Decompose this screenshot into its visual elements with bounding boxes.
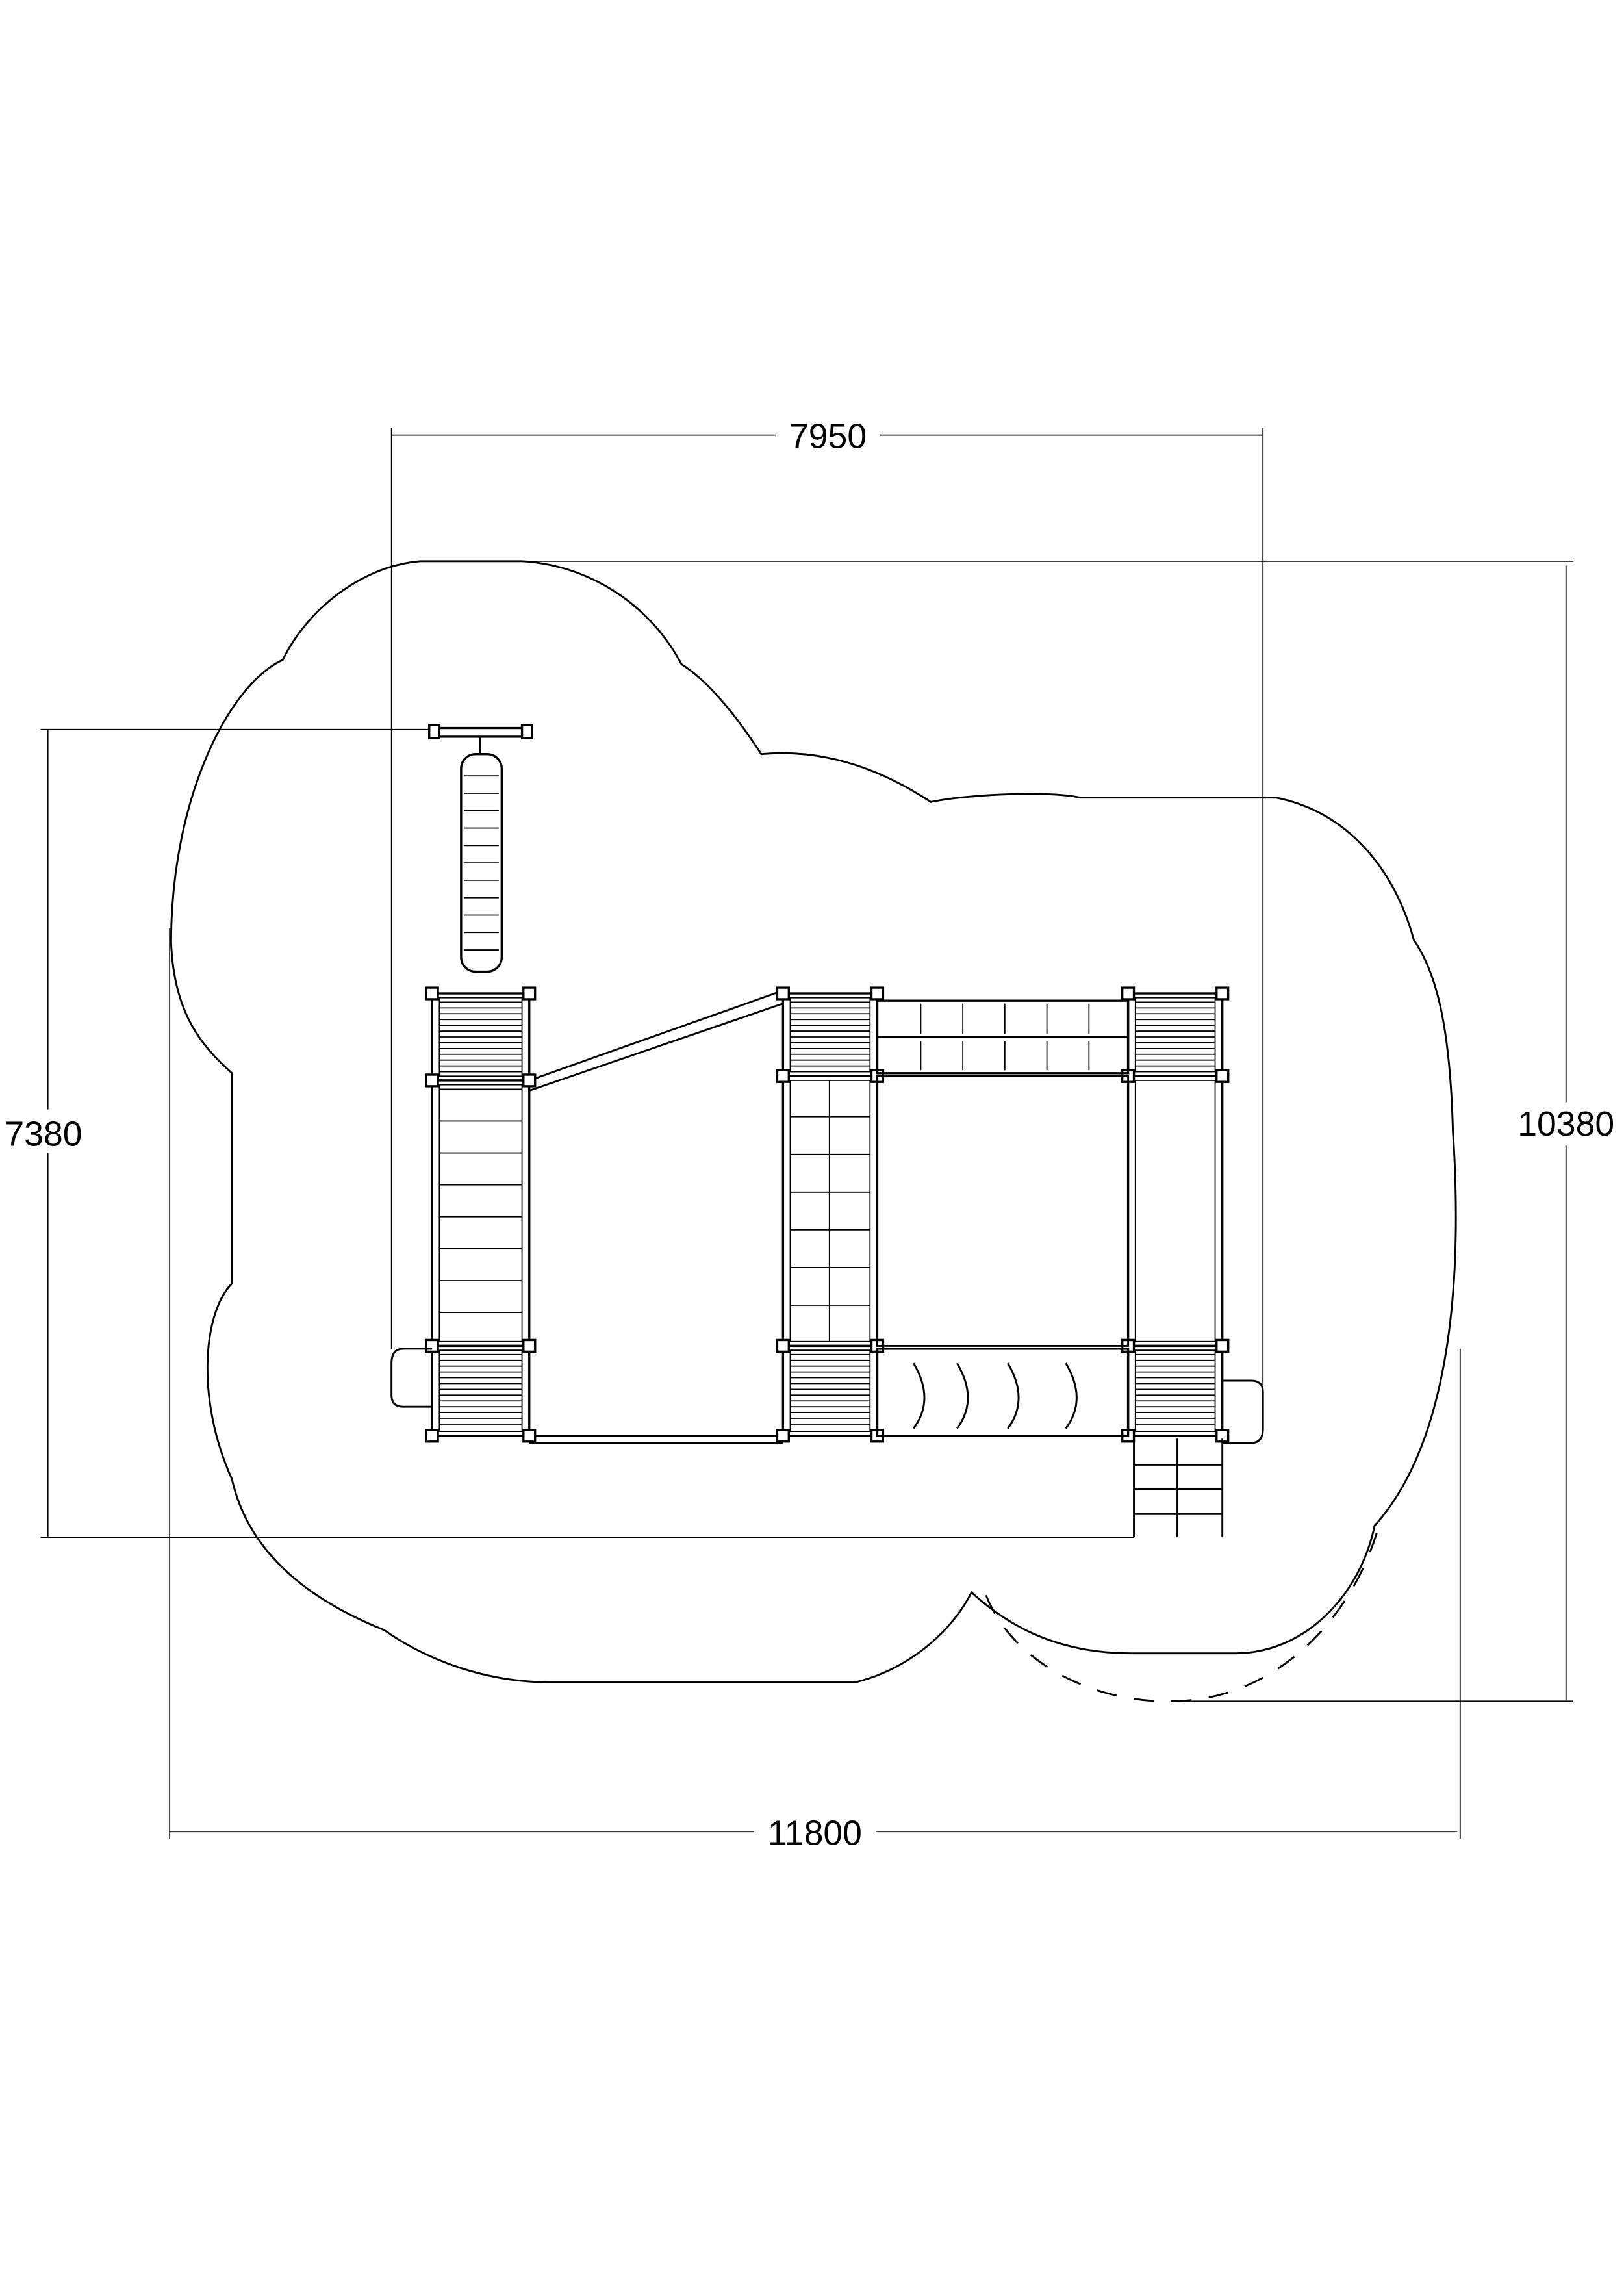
ramp bbox=[529, 990, 783, 1444]
deck-center-bottom bbox=[776, 1338, 885, 1443]
swing bbox=[428, 724, 533, 973]
post bbox=[425, 1073, 439, 1088]
post bbox=[776, 986, 790, 1001]
climbing-frame bbox=[876, 999, 1130, 1437]
post bbox=[522, 1429, 537, 1443]
swing-zone-dashed-arc bbox=[985, 1519, 1382, 1702]
dimension-label-bottom: 11800 bbox=[768, 1814, 862, 1852]
handrail-left bbox=[390, 1348, 433, 1408]
dimension-top: 7950 bbox=[390, 415, 1264, 1385]
deck-right-middle bbox=[1121, 1069, 1230, 1353]
post bbox=[1121, 986, 1136, 1001]
post bbox=[776, 1429, 790, 1443]
post bbox=[522, 1338, 537, 1353]
deck-left-top bbox=[425, 986, 537, 1088]
post bbox=[870, 986, 885, 1001]
post bbox=[1215, 1069, 1230, 1083]
post bbox=[425, 986, 439, 1001]
handrail-right bbox=[1222, 1379, 1264, 1444]
post bbox=[776, 1338, 790, 1353]
dimension-left: 7380 bbox=[0, 728, 1134, 1538]
post bbox=[776, 1069, 790, 1083]
deck-right-bottom bbox=[1121, 1338, 1230, 1443]
deck-left-bottom bbox=[425, 1338, 537, 1443]
deck-center-top bbox=[776, 986, 885, 1083]
deck-right-top bbox=[1121, 986, 1230, 1083]
deck-left-middle bbox=[425, 1073, 537, 1353]
dimension-right: 10380 bbox=[420, 560, 1624, 1702]
dimension-label-left: 7380 bbox=[5, 1115, 82, 1153]
deck-center-middle bbox=[776, 1069, 885, 1353]
post bbox=[522, 1073, 537, 1088]
post bbox=[425, 1338, 439, 1353]
safety-zone-outline bbox=[170, 560, 1457, 1683]
post bbox=[1215, 986, 1230, 1001]
ladder bbox=[1133, 1438, 1224, 1538]
post bbox=[522, 986, 537, 1001]
dimension-label-top: 7950 bbox=[789, 418, 867, 456]
dimension-bottom: 11800 bbox=[169, 928, 1461, 1852]
dimension-label-right: 10380 bbox=[1517, 1105, 1614, 1143]
post bbox=[425, 1429, 439, 1443]
post bbox=[1215, 1338, 1230, 1353]
